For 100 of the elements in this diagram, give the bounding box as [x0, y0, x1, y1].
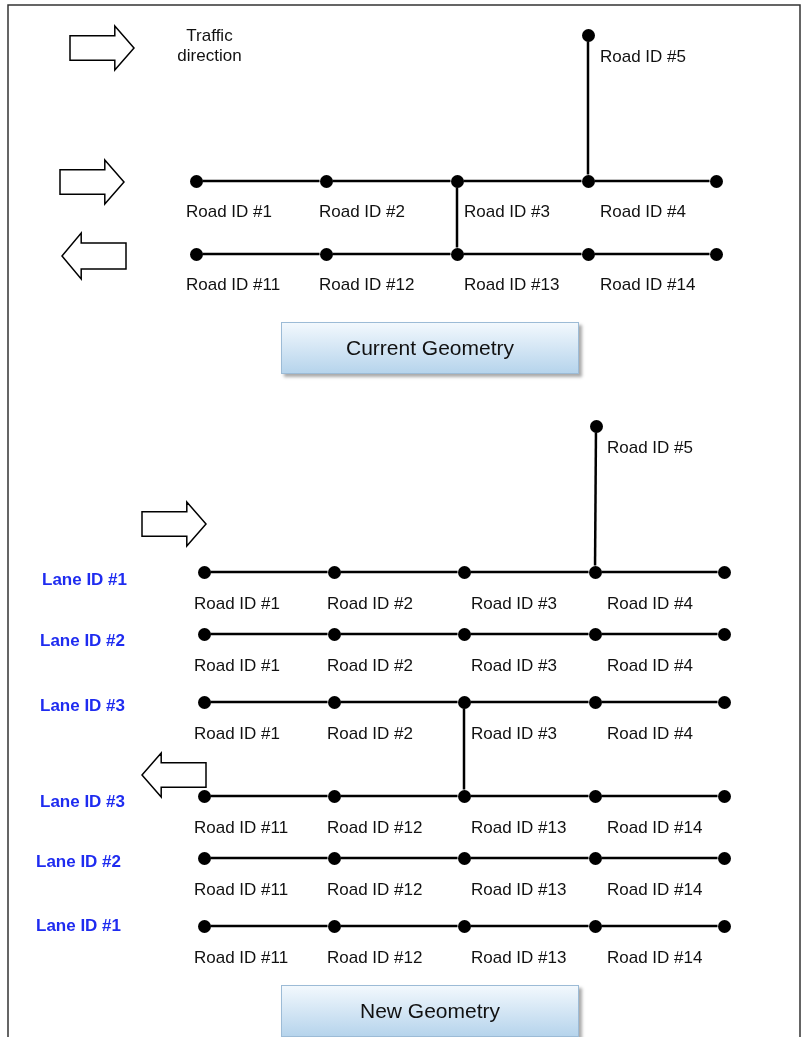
road-label: Road ID #4	[607, 724, 693, 744]
road-line	[601, 632, 718, 636]
road-line	[202, 252, 320, 256]
junction-dot	[717, 851, 731, 865]
road-line	[210, 632, 328, 636]
banner-text: Current Geometry	[345, 336, 515, 360]
road-line	[202, 179, 320, 183]
road-label: Road ID #5	[600, 47, 686, 67]
road-label: Road ID #1	[186, 202, 272, 222]
road-line	[340, 632, 458, 636]
junction-dot	[457, 565, 471, 579]
title-banner	[281, 985, 579, 1037]
junction-dot	[588, 627, 602, 641]
road-line	[470, 856, 589, 860]
junction-dot	[588, 789, 602, 803]
road-line	[463, 179, 582, 183]
road-label: Road ID #2	[327, 724, 413, 744]
road-label: Road ID #14	[607, 880, 703, 900]
road-line	[470, 794, 589, 798]
road-line	[593, 432, 598, 566]
road-label: Road ID #11	[186, 275, 281, 295]
road-line	[210, 856, 328, 860]
road-line	[594, 179, 710, 183]
lane-label: Lane ID #1	[42, 570, 128, 590]
road-label: Road ID #2	[319, 202, 405, 222]
junction-dot	[588, 695, 602, 709]
legend-text: Traffic direction	[176, 26, 243, 66]
road-line	[586, 41, 590, 175]
road-label: Road ID #4	[607, 594, 693, 614]
road-line	[340, 794, 458, 798]
junction-dot	[457, 627, 471, 641]
road-line	[601, 924, 718, 928]
road-label: Road ID #11	[194, 818, 289, 838]
road-line	[470, 924, 589, 928]
junction-dot	[717, 695, 731, 709]
lane-label: Lane ID #3	[40, 792, 126, 812]
road-line	[210, 924, 328, 928]
road-label: Road ID #2	[327, 594, 413, 614]
junction-dot	[327, 565, 341, 579]
road-label: Road ID #12	[327, 818, 423, 838]
road-label: Road ID #11	[194, 880, 289, 900]
junction-dot	[327, 627, 341, 641]
junction-dot	[588, 851, 602, 865]
junction-dot	[450, 247, 464, 261]
road-label: Road ID #12	[327, 880, 423, 900]
road-label: Road ID #14	[600, 275, 696, 295]
junction-dot	[588, 919, 602, 933]
road-line	[601, 570, 718, 574]
junction-dot	[581, 174, 595, 188]
road-label: Road ID #3	[464, 202, 550, 222]
junction-dot	[327, 919, 341, 933]
road-line	[332, 179, 451, 183]
lane-label: Lane ID #3	[40, 696, 126, 716]
junction-dot	[457, 919, 471, 933]
junction-dot	[717, 789, 731, 803]
lane-label: Lane ID #1	[36, 916, 122, 936]
road-line	[470, 570, 589, 574]
road-label: Road ID #14	[607, 948, 703, 968]
junction-dot	[457, 851, 471, 865]
road-line	[601, 856, 718, 860]
road-line	[340, 570, 458, 574]
junction-dot	[319, 247, 333, 261]
road-line	[210, 794, 328, 798]
junction-dot	[197, 695, 211, 709]
road-label: Road ID #13	[471, 818, 567, 838]
road-label: Road ID #1	[194, 656, 280, 676]
banner-text: New Geometry	[359, 999, 500, 1023]
title-banner	[281, 322, 579, 374]
road-label: Road ID #2	[327, 656, 413, 676]
road-line	[594, 252, 710, 256]
road-label: Road ID #1	[194, 724, 280, 744]
road-label: Road ID #5	[607, 438, 693, 458]
road-line	[462, 708, 466, 790]
junction-dot	[319, 174, 333, 188]
junction-dot	[457, 789, 471, 803]
road-label: Road ID #1	[194, 594, 280, 614]
road-line	[332, 252, 451, 256]
junction-dot	[717, 627, 731, 641]
junction-dot	[450, 174, 464, 188]
junction-dot	[197, 919, 211, 933]
road-label: Road ID #13	[471, 880, 567, 900]
road-label: Road ID #13	[471, 948, 567, 968]
junction-dot	[327, 695, 341, 709]
junction-dot	[709, 247, 723, 261]
road-label: Road ID #4	[607, 656, 693, 676]
junction-dot	[589, 419, 603, 433]
road-line	[340, 924, 458, 928]
road-label: Road ID #14	[607, 818, 703, 838]
junction-dot	[327, 789, 341, 803]
junction-dot	[457, 695, 471, 709]
junction-dot	[581, 28, 595, 42]
junction-dot	[197, 789, 211, 803]
junction-dot	[588, 565, 602, 579]
road-label: Road ID #3	[471, 724, 557, 744]
road-label: Road ID #12	[319, 275, 415, 295]
road-label: Road ID #11	[194, 948, 289, 968]
road-label: Road ID #13	[464, 275, 560, 295]
road-line	[463, 252, 582, 256]
junction-dot	[327, 851, 341, 865]
road-line	[210, 570, 328, 574]
